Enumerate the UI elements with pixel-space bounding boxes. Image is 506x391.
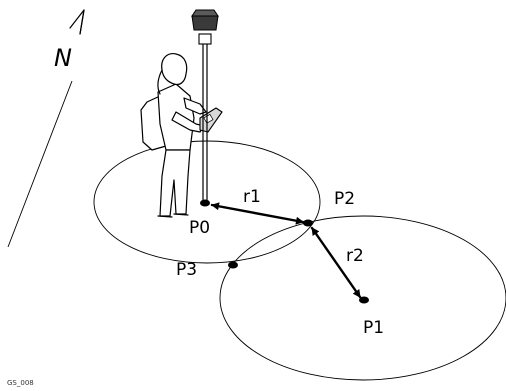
- point-p3-marker: [228, 261, 238, 269]
- gnss-antenna-icon: [191, 9, 219, 203]
- point-p0-label: P0: [189, 218, 210, 238]
- r2-distance-arrow: [310, 226, 362, 299]
- r1-distance-arrow: [210, 202, 305, 225]
- north-label: N: [54, 44, 72, 72]
- point-p1-label: P1: [363, 318, 384, 338]
- point-p2-marker: [303, 219, 313, 227]
- north-arrow-icon: [7, 9, 85, 248]
- point-p0-marker: [200, 199, 210, 207]
- point-p1-marker: [359, 296, 369, 304]
- radius-r2-label: r2: [346, 246, 364, 266]
- point-p3-label: P3: [176, 260, 197, 280]
- figure-code: GS_008: [7, 379, 34, 387]
- surveyor-figure-icon: [140, 53, 223, 218]
- circle-around-p1: [219, 215, 506, 381]
- radius-r1-label: r1: [243, 187, 261, 207]
- point-p2-label: P2: [334, 189, 355, 209]
